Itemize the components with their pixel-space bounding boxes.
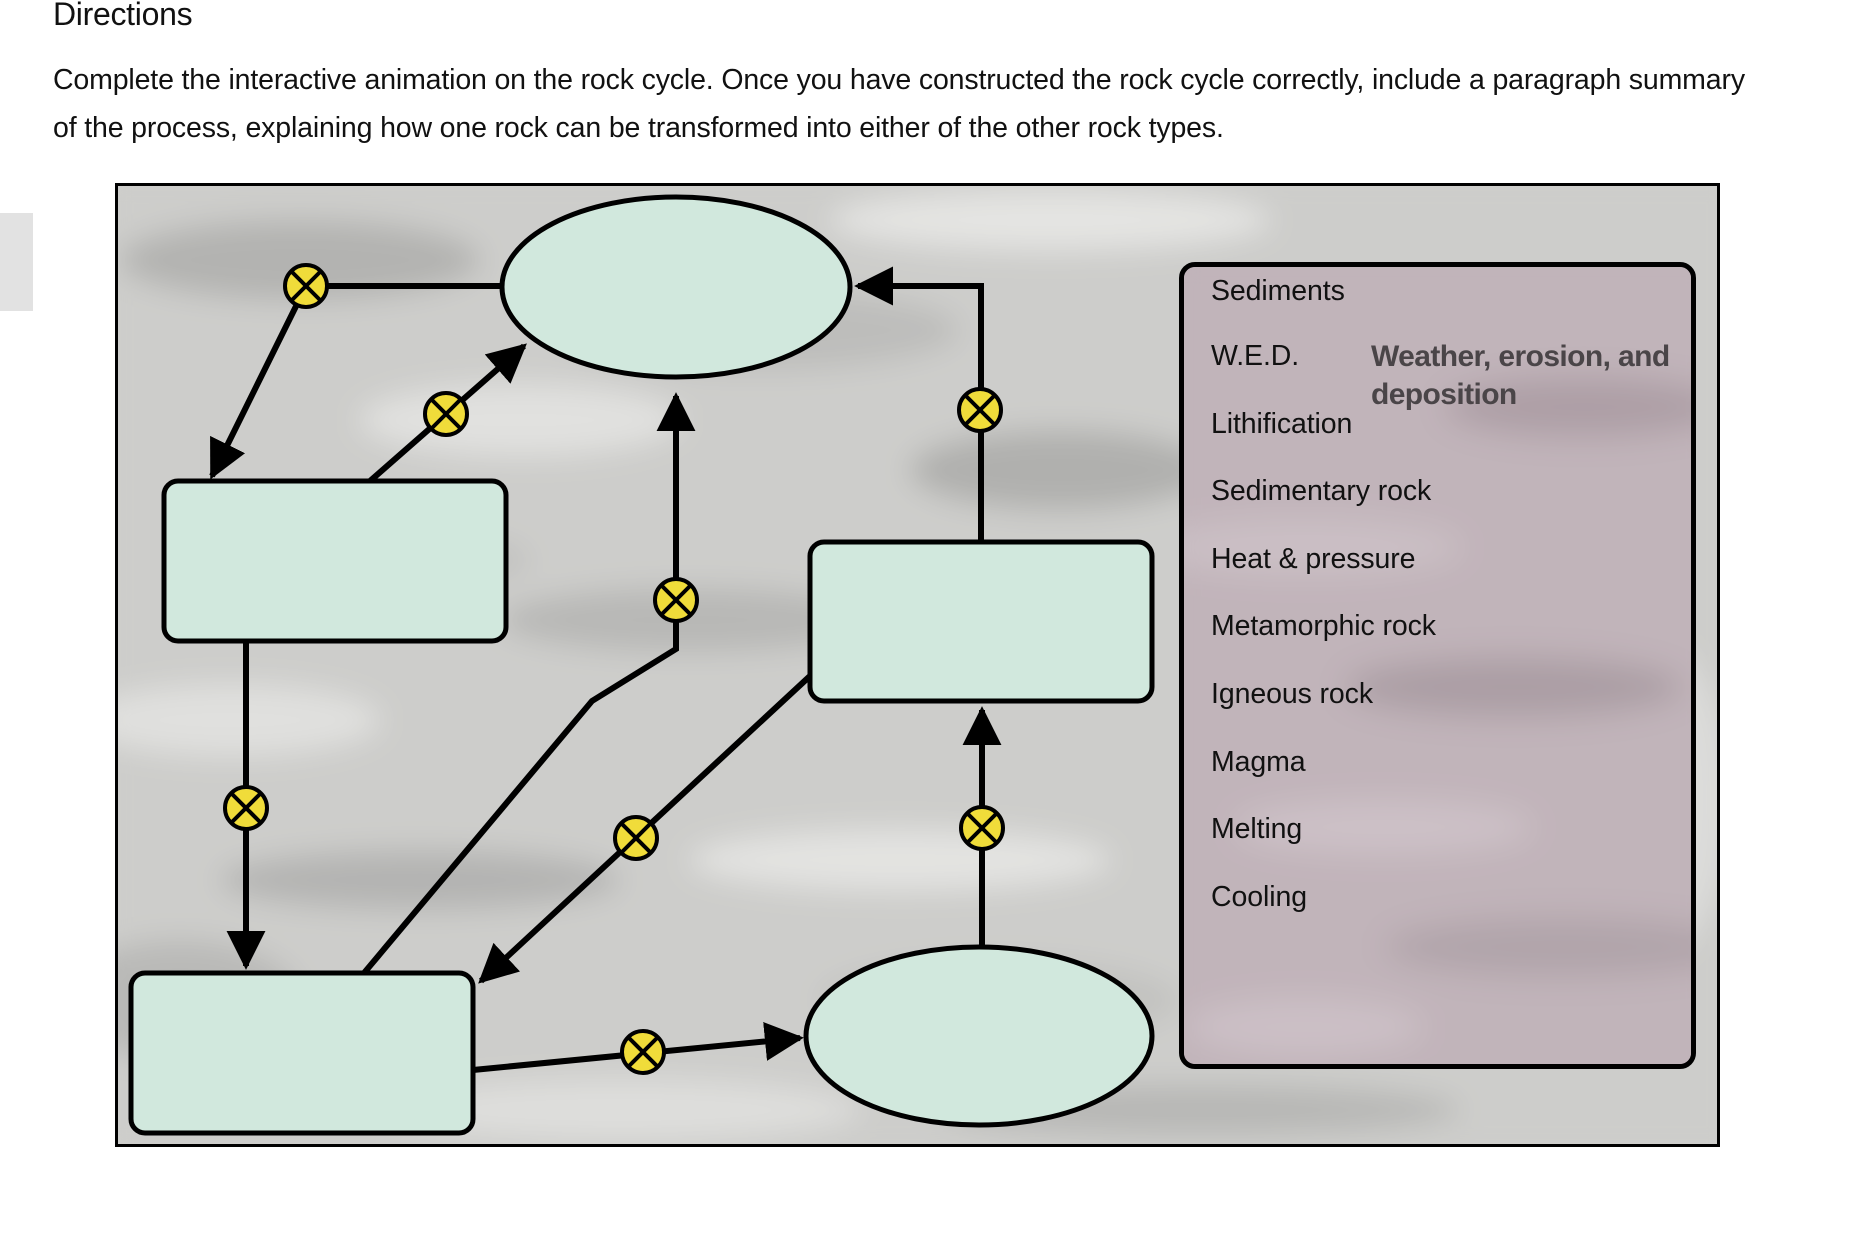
term-lithification[interactable]: Lithification <box>1211 408 1353 440</box>
legend-texture <box>1184 267 1691 1064</box>
node-right-box[interactable] <box>807 539 1155 704</box>
connector-right-box-to-top-ellipse <box>854 266 984 542</box>
node-upper-left-box[interactable] <box>161 478 509 644</box>
node-lower-left-box[interactable] <box>128 970 476 1136</box>
drop-markers <box>223 263 1005 1075</box>
node-top-ellipse[interactable] <box>499 194 853 380</box>
x-circle-icon[interactable] <box>959 805 1005 851</box>
x-circle-icon[interactable] <box>653 577 699 623</box>
connector-lower-left-box-to-top-ellipse <box>361 392 696 975</box>
page-heading: Directions <box>53 0 193 32</box>
nodes <box>128 194 1155 1136</box>
wed-definition-hint: Weather, erosion, and deposition <box>1371 340 1670 411</box>
x-circle-icon[interactable] <box>957 387 1003 433</box>
term-heat-pressure[interactable]: Heat & pressure <box>1211 543 1416 575</box>
term-sediments[interactable]: Sediments <box>1211 275 1345 307</box>
x-circle-icon[interactable] <box>283 263 329 309</box>
term-w-e-d[interactable]: W.E.D. <box>1211 340 1300 372</box>
side-panel-tab[interactable] <box>0 213 33 311</box>
term-melting[interactable]: Melting <box>1211 813 1303 845</box>
x-circle-icon[interactable] <box>620 1029 666 1075</box>
term-sedimentary-rock[interactable]: Sedimentary rock <box>1211 475 1432 507</box>
x-circle-icon[interactable] <box>423 391 469 437</box>
x-circle-icon[interactable] <box>613 815 659 861</box>
term-cooling[interactable]: Cooling <box>1211 881 1307 913</box>
directions-text: Complete the interactive animation on th… <box>53 64 1745 144</box>
term-igneous-rock[interactable]: Igneous rock <box>1211 678 1373 710</box>
term-magma[interactable]: Magma <box>1211 746 1306 778</box>
node-bottom-ellipse[interactable] <box>803 944 1155 1128</box>
x-circle-icon[interactable] <box>223 785 269 831</box>
term-metamorphic-rock[interactable]: Metamorphic rock <box>1211 610 1436 642</box>
